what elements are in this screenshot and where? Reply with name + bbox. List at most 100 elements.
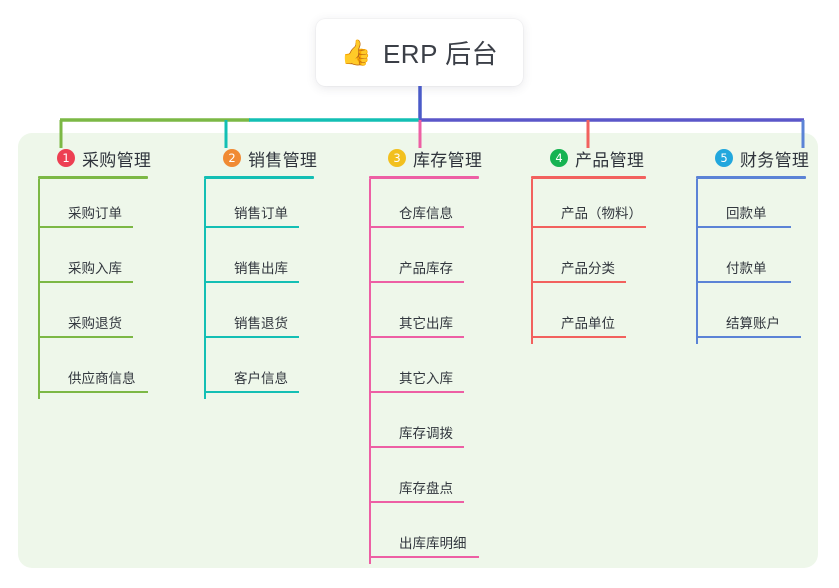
- leaf-label: 结算账户: [726, 316, 780, 331]
- leaf-label: 付款单: [726, 261, 767, 276]
- branch-badge-5: 5: [715, 149, 733, 167]
- branch-items-3: 仓库信息 产品库存 其它出库 其它入库 库存调拨 库存盘点 出库库明细: [369, 179, 524, 564]
- leaf-rule: [38, 391, 148, 393]
- branch-badge-1: 1: [57, 149, 75, 167]
- leaf-label: 产品库存: [399, 261, 453, 276]
- leaf-label: 采购退货: [68, 316, 122, 331]
- branch-items-2: 销售订单 销售出库 销售退货 客户信息: [204, 179, 354, 399]
- branch-title-2: 销售管理: [248, 150, 318, 170]
- leaf-label: 出库库明细: [399, 536, 467, 551]
- leaf-label: 回款单: [726, 206, 767, 221]
- branch-badge-4: 4: [550, 149, 568, 167]
- leaf-label: 库存盘点: [399, 481, 453, 496]
- leaf-rule: [369, 446, 464, 448]
- branch-rule-1: [38, 176, 148, 179]
- list-item[interactable]: 销售订单: [204, 179, 354, 234]
- branch-spine-2: [204, 179, 206, 399]
- leaf-rule: [204, 336, 299, 338]
- branch-title-3: 库存管理: [413, 150, 483, 170]
- branch-rule-5: [696, 176, 806, 179]
- branch-spine-1: [38, 179, 40, 399]
- list-item[interactable]: 产品单位: [531, 289, 691, 344]
- leaf-rule: [696, 226, 791, 228]
- list-item[interactable]: 仓库信息: [369, 179, 524, 234]
- leaf-rule: [369, 391, 464, 393]
- root-node-title: ERP 后台: [382, 39, 499, 69]
- leaf-label: 其它入库: [399, 371, 453, 386]
- leaf-label: 销售退货: [234, 316, 288, 331]
- branch-items-5: 回款单 付款单 结算账户: [696, 179, 839, 344]
- list-item[interactable]: 客户信息: [204, 344, 354, 399]
- list-item[interactable]: 结算账户: [696, 289, 839, 344]
- branch-spine-3: [369, 179, 371, 564]
- leaf-rule: [531, 226, 646, 228]
- list-item[interactable]: 产品库存: [369, 234, 524, 289]
- leaf-rule: [38, 281, 133, 283]
- branch-items-4: 产品（物料） 产品分类 产品单位: [531, 179, 691, 344]
- branch-spine-5: [696, 179, 698, 344]
- leaf-label: 采购入库: [68, 261, 122, 276]
- branch-column-product[interactable]: 4 产品管理 产品（物料） 产品分类 产品单位: [531, 145, 691, 344]
- branch-title-1: 采购管理: [82, 150, 152, 170]
- leaf-label: 销售订单: [234, 206, 288, 221]
- leaf-rule: [696, 336, 801, 338]
- branch-rule-4: [531, 176, 646, 179]
- list-item[interactable]: 采购退货: [38, 289, 188, 344]
- branch-rule-3: [369, 176, 479, 179]
- branch-column-procurement[interactable]: 1 采购管理 采购订单 采购入库 采购退货 供应商信息: [38, 145, 188, 399]
- list-item[interactable]: 产品（物料）: [531, 179, 691, 234]
- leaf-label: 供应商信息: [68, 371, 136, 386]
- list-item[interactable]: 供应商信息: [38, 344, 188, 399]
- branch-header[interactable]: 4 产品管理: [531, 145, 691, 171]
- leaf-rule: [369, 501, 464, 503]
- branch-spine-4: [531, 179, 533, 344]
- list-item[interactable]: 产品分类: [531, 234, 691, 289]
- leaf-rule: [38, 226, 133, 228]
- diagram-canvas: [18, 133, 818, 568]
- leaf-label: 销售出库: [234, 261, 288, 276]
- branch-column-sales[interactable]: 2 销售管理 销售订单 销售出库 销售退货 客户信息: [204, 145, 354, 399]
- root-node-content: 👍 ERP 后台: [341, 34, 498, 71]
- branch-header[interactable]: 1 采购管理: [38, 145, 188, 171]
- leaf-rule: [204, 281, 299, 283]
- list-item[interactable]: 采购入库: [38, 234, 188, 289]
- list-item[interactable]: 库存盘点: [369, 454, 524, 509]
- list-item[interactable]: 回款单: [696, 179, 839, 234]
- leaf-rule: [369, 556, 479, 558]
- leaf-rule: [38, 336, 133, 338]
- list-item[interactable]: 销售退货: [204, 289, 354, 344]
- leaf-label: 库存调拨: [399, 426, 453, 441]
- thumbs-up-icon: 👍: [340, 39, 372, 67]
- list-item[interactable]: 其它入库: [369, 344, 524, 399]
- leaf-rule: [531, 281, 626, 283]
- branch-title-4: 产品管理: [575, 150, 645, 170]
- branch-header[interactable]: 2 销售管理: [204, 145, 354, 171]
- leaf-label: 产品分类: [561, 261, 615, 276]
- list-item[interactable]: 其它出库: [369, 289, 524, 344]
- leaf-label: 产品（物料）: [561, 206, 642, 221]
- list-item[interactable]: 出库库明细: [369, 509, 524, 564]
- branch-badge-3: 3: [388, 149, 406, 167]
- branch-header[interactable]: 3 库存管理: [369, 145, 524, 171]
- leaf-rule: [369, 226, 464, 228]
- list-item[interactable]: 库存调拨: [369, 399, 524, 454]
- branch-items-1: 采购订单 采购入库 采购退货 供应商信息: [38, 179, 188, 399]
- leaf-label: 客户信息: [234, 371, 288, 386]
- leaf-label: 产品单位: [561, 316, 615, 331]
- leaf-rule: [531, 336, 626, 338]
- leaf-label: 采购订单: [68, 206, 122, 221]
- branch-title-5: 财务管理: [740, 150, 810, 170]
- branch-header[interactable]: 5 财务管理: [696, 145, 839, 171]
- leaf-rule: [369, 336, 464, 338]
- leaf-rule: [204, 391, 299, 393]
- branch-column-finance[interactable]: 5 财务管理 回款单 付款单 结算账户: [696, 145, 839, 344]
- leaf-rule: [696, 281, 791, 283]
- branch-badge-2: 2: [223, 149, 241, 167]
- leaf-label: 其它出库: [399, 316, 453, 331]
- list-item[interactable]: 付款单: [696, 234, 839, 289]
- root-node-card[interactable]: 👍 ERP 后台: [316, 19, 523, 86]
- branch-column-inventory[interactable]: 3 库存管理 仓库信息 产品库存 其它出库 其它入库 库存调拨 库存盘点: [369, 145, 524, 564]
- list-item[interactable]: 采购订单: [38, 179, 188, 234]
- list-item[interactable]: 销售出库: [204, 234, 354, 289]
- branch-rule-2: [204, 176, 314, 179]
